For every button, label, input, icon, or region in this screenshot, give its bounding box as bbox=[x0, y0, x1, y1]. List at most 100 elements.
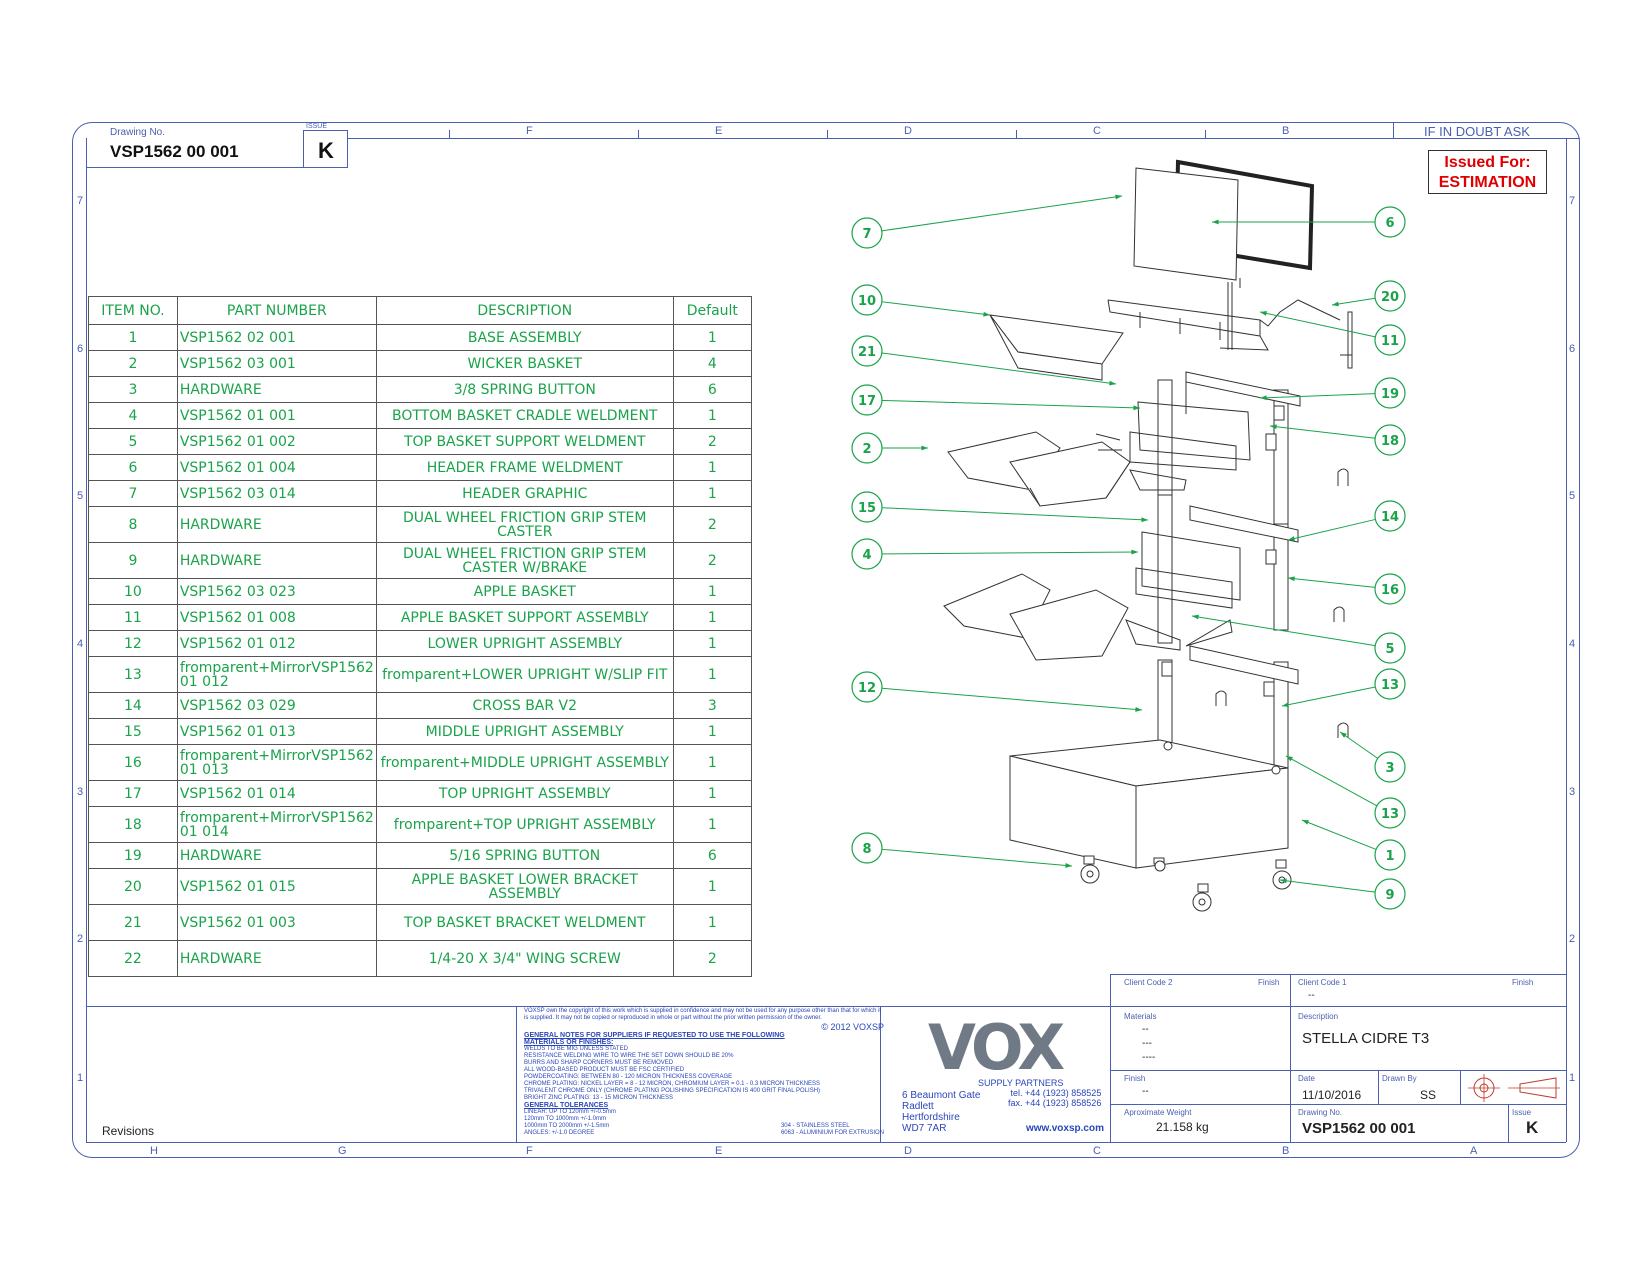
bom-item-no: 21 bbox=[88, 904, 178, 941]
bom-header-part: PART NUMBER bbox=[176, 296, 377, 325]
note-line: CHROME PLATING: NICKEL LAYER = 8 - 12 MI… bbox=[524, 1081, 821, 1087]
tb-line bbox=[1110, 1070, 1566, 1071]
zone-bottom-h: H bbox=[150, 1145, 158, 1157]
weight-label: Aproximate Weight bbox=[1124, 1108, 1192, 1117]
bom-quantity: 1 bbox=[672, 480, 753, 507]
bom-quantity: 2 bbox=[672, 542, 753, 579]
balloon-number: 20 bbox=[1381, 290, 1399, 305]
bom-description: fromparent+LOWER UPRIGHT W/SLIP FIT bbox=[375, 656, 674, 693]
callout-balloon: 4 bbox=[851, 538, 1139, 570]
zone-bottom-b: B bbox=[1282, 1145, 1290, 1157]
company-address: 6 Beaumont Gate Radlett Hertfordshire WD… bbox=[902, 1090, 980, 1134]
assembly-geometry bbox=[943, 159, 1353, 912]
balloon-number: 1 bbox=[1385, 849, 1394, 864]
revisions-label: Revisions bbox=[102, 1124, 155, 1138]
bom-description: WICKER BASKET bbox=[375, 350, 674, 377]
caster-3 bbox=[1192, 883, 1212, 912]
bom-item-no: 16 bbox=[88, 744, 178, 781]
zone-top-e: E bbox=[715, 125, 723, 137]
wicker-basket-4 bbox=[1009, 589, 1129, 661]
finish-label-3: Finish bbox=[1124, 1074, 1146, 1083]
zone-left-3: 3 bbox=[77, 786, 84, 798]
drawing-border bbox=[72, 122, 1580, 1158]
bom-item-no: 14 bbox=[88, 692, 178, 719]
callout-balloon: 2 bbox=[851, 432, 928, 464]
issue-value-tb: K bbox=[1526, 1118, 1539, 1137]
bom-header-description: DESCRIPTION bbox=[375, 296, 674, 325]
note-line: RESISTANCE WELDING WIRE TO WIRE THE SET … bbox=[524, 1053, 734, 1059]
bom-part-number: VSP1562 01 003 bbox=[176, 904, 377, 941]
balloon-number: 19 bbox=[1381, 387, 1399, 402]
address-line: 6 Beaumont Gate bbox=[902, 1090, 981, 1101]
company-website: www.voxsp.com bbox=[1026, 1123, 1104, 1134]
bom-quantity: 1 bbox=[672, 806, 753, 843]
tb-divider bbox=[1110, 974, 1111, 1142]
bom-description: BOTTOM BASKET CRADLE WELDMENT bbox=[375, 402, 674, 429]
doubt-note: IF IN DOUBT ASK bbox=[1424, 124, 1530, 139]
bom-description: fromparent+TOP UPRIGHT ASSEMBLY bbox=[375, 806, 674, 843]
bill-of-materials-table: ITEM NO. PART NUMBER DESCRIPTION Default… bbox=[88, 296, 753, 977]
tolerance-title: GENERAL TOLERANCES bbox=[524, 1102, 609, 1109]
issued-for-label: Issued For: bbox=[1444, 154, 1531, 171]
bom-quantity: 1 bbox=[672, 630, 753, 657]
callout-balloon: 10 bbox=[851, 284, 991, 317]
balloon-number: 16 bbox=[1381, 583, 1399, 598]
bom-quantity: 6 bbox=[672, 842, 753, 869]
zone-top-b: B bbox=[1282, 125, 1290, 137]
bom-header-qty: Default bbox=[672, 296, 753, 325]
vox-tagline: SUPPLY PARTNERS bbox=[978, 1078, 1064, 1088]
balloon-number: 6 bbox=[1385, 216, 1394, 231]
balloon-number: 3 bbox=[1385, 761, 1394, 776]
bom-part-number: HARDWARE bbox=[176, 842, 377, 869]
bom-quantity: 2 bbox=[672, 428, 753, 455]
callout-balloon: 7 bbox=[851, 194, 1123, 249]
issue-label: ISSUE bbox=[306, 123, 328, 130]
bom-part-number: VSP1562 01 015 bbox=[176, 868, 377, 905]
tb-divider bbox=[1290, 974, 1291, 1142]
callout-balloon: 14 bbox=[1287, 500, 1406, 541]
balloon-number: 10 bbox=[858, 294, 876, 309]
balloon-number: 4 bbox=[862, 548, 871, 563]
company-phone: tel. +44 (1923) 858525 fax. +44 (1923) 8… bbox=[1008, 1088, 1101, 1108]
middle-cross-bar bbox=[1189, 505, 1299, 543]
bom-part-number: HARDWARE bbox=[176, 542, 377, 579]
zone-right-4: 4 bbox=[1569, 638, 1576, 650]
balloon-number: 13 bbox=[1381, 678, 1399, 693]
zone-left-7: 7 bbox=[77, 195, 84, 207]
middle-upright-left bbox=[1157, 494, 1173, 644]
zone-tick bbox=[1016, 130, 1017, 138]
bom-description: TOP BASKET BRACKET WELDMENT bbox=[375, 904, 674, 941]
fax-number: fax. +44 (1923) 858526 bbox=[1008, 1098, 1102, 1108]
balloon-number: 5 bbox=[1385, 642, 1394, 657]
bom-quantity: 2 bbox=[672, 940, 753, 977]
bom-description: APPLE BASKET LOWER BRACKET ASSEMBLY bbox=[375, 868, 674, 905]
zone-left-2: 2 bbox=[77, 933, 84, 945]
client-code-1-value: -- bbox=[1308, 990, 1315, 1001]
bom-description: TOP UPRIGHT ASSEMBLY bbox=[375, 780, 674, 807]
client-code-1-label: Client Code 1 bbox=[1298, 978, 1347, 987]
drawn-by-label: Drawn By bbox=[1382, 1074, 1417, 1083]
header-graphic bbox=[1133, 167, 1239, 281]
bom-description: DUAL WHEEL FRICTION GRIP STEM CASTER W/B… bbox=[375, 542, 674, 579]
bom-item-no: 8 bbox=[88, 506, 178, 543]
balloon-number: 2 bbox=[862, 442, 871, 457]
note-line: 6063 - ALUMINIUM FOR EXTRUSION bbox=[780, 1130, 884, 1136]
notes-divider bbox=[516, 1006, 517, 1142]
bom-item-no: 9 bbox=[88, 542, 178, 579]
caster-4 bbox=[1272, 859, 1292, 890]
issued-for-stamp: Issued For: ESTIMATION bbox=[1428, 150, 1547, 194]
bom-header-row: ITEM NO. PART NUMBER DESCRIPTION Default bbox=[88, 296, 753, 325]
balloon-number: 15 bbox=[858, 501, 876, 516]
